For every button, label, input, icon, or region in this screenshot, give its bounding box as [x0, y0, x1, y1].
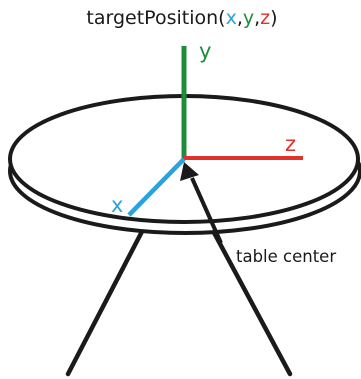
center-pointer-arrowhead	[180, 162, 199, 181]
diagram-title: targetPosition(x,y,z)	[86, 7, 277, 29]
title-sep-2: ,	[254, 7, 260, 29]
z-axis-label: z	[285, 132, 296, 156]
table-leg-left	[65, 215, 152, 377]
title-z: z	[260, 7, 270, 29]
x-axis-label: x	[111, 193, 123, 217]
title-prefix: targetPosition(	[86, 7, 225, 29]
center-pointer-line	[190, 177, 223, 244]
table-center-label: table center	[236, 247, 336, 266]
title-x: x	[226, 7, 237, 29]
title-sep-1: ,	[237, 7, 243, 29]
y-axis-label: y	[199, 39, 211, 63]
title-suffix: )	[270, 7, 277, 29]
title-y: y	[243, 7, 254, 29]
x-axis-line	[127, 157, 186, 217]
